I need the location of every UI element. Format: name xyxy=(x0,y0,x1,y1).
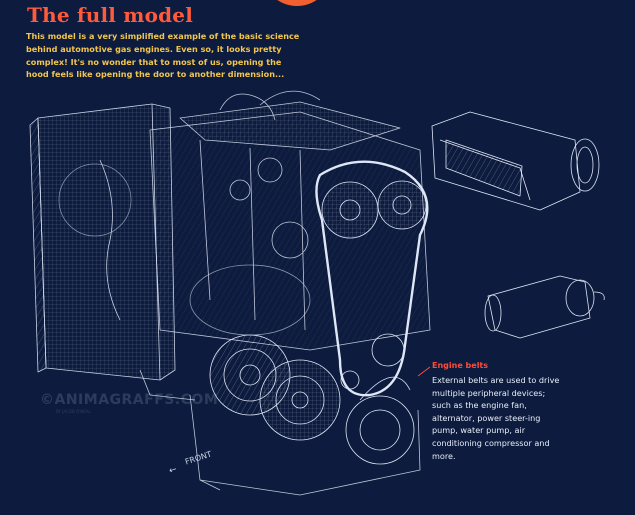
air-filter xyxy=(431,111,600,211)
timing-belt xyxy=(315,160,429,397)
exhaust-muffler xyxy=(484,275,605,339)
watermark-credit: BY JACOB O'NEAL xyxy=(56,409,91,414)
engine-block xyxy=(149,90,431,351)
accent-shape xyxy=(262,0,332,6)
watermark: ©ANIMAGRAFFS.COM xyxy=(40,392,219,408)
callout-title: Engine belts xyxy=(432,361,489,370)
radiator xyxy=(29,103,176,381)
page-title: The full model xyxy=(27,3,194,27)
callout-body: External belts are used to drive multipl… xyxy=(432,375,560,461)
oil-pan xyxy=(139,369,421,496)
crank-pulley xyxy=(209,334,415,465)
intro-paragraph: This model is a very simplified example … xyxy=(26,31,300,80)
